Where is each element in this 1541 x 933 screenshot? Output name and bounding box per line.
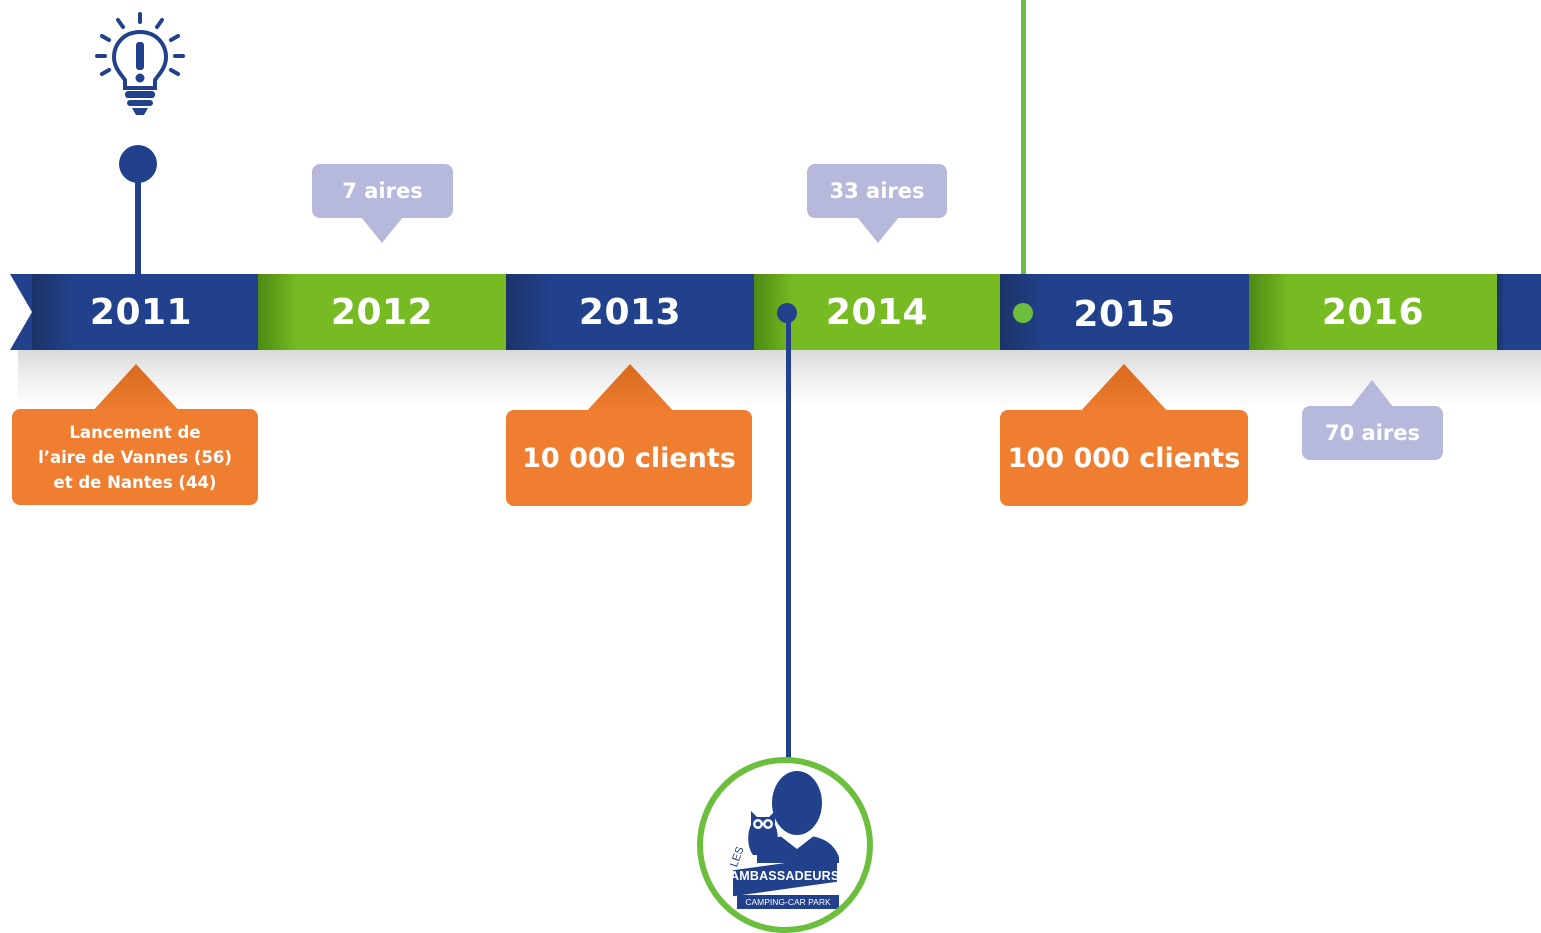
year-label: 2015 [1073, 293, 1176, 335]
badge-bottom-text: CAMPING-CAR PARK [745, 897, 831, 907]
callout-line: Lancement de [69, 422, 201, 442]
milestone-line-2014 [786, 313, 791, 761]
milestone-line-2015 [1021, 0, 1026, 312]
callout-pointer [584, 364, 676, 414]
callout-pointer [90, 364, 182, 414]
callout-pointer [857, 217, 899, 243]
callout-line: et de Nantes (44) [53, 472, 217, 492]
callout-text: 10 000 clients [522, 442, 736, 474]
callout-pointer [1350, 380, 1394, 408]
milestone-dot-2015 [1013, 303, 1033, 323]
callout-2012-aires: 7 aires [312, 164, 453, 218]
callout-2016-aires: 70 aires [1302, 406, 1443, 460]
year-segment-2013: 2013 [506, 274, 754, 350]
callout-2013-clients: 10 000 clients [506, 410, 752, 506]
callout-text: 70 aires [1324, 421, 1420, 445]
year-segment-2011: 2011 [32, 274, 258, 350]
callout-2015-clients: 100 000 clients [1000, 410, 1248, 506]
year-label: 2016 [1321, 291, 1425, 333]
year-segment-2012: 2012 [258, 274, 506, 350]
timeline-shadow [18, 350, 1541, 408]
year-label: 2014 [825, 291, 929, 333]
callout-text: 33 aires [829, 179, 925, 203]
owl-icon [748, 811, 778, 855]
milestone-pin-2011 [135, 164, 141, 276]
ambassadeurs-badge: LES AMBASSADEURS CAMPING-CAR PARK [697, 757, 873, 933]
badge-banner-text: AMBASSADEURS [730, 868, 840, 883]
lightbulb-icon [95, 12, 185, 115]
year-label: 2013 [578, 291, 682, 333]
year-label: 2011 [89, 291, 193, 333]
year-segment-2016: 2016 [1249, 274, 1497, 350]
callout-2014-aires: 33 aires [807, 164, 947, 218]
callout-pointer [361, 217, 403, 243]
callout-text: 100 000 clients [1007, 442, 1241, 474]
year-label: 2012 [330, 291, 434, 333]
milestone-pin-head-2011 [119, 145, 157, 183]
year-segment-2017-stub [1497, 274, 1541, 350]
year-segment-2015: 2015 [1000, 274, 1249, 350]
callout-text: 7 aires [342, 179, 423, 203]
badge-bottom-strip: CAMPING-CAR PARK [737, 895, 839, 909]
callout-2011-launch: Lancement de l’aire de Vannes (56) et de… [12, 409, 258, 505]
callout-line: l’aire de Vannes (56) [38, 447, 232, 467]
callout-pointer [1078, 364, 1170, 414]
